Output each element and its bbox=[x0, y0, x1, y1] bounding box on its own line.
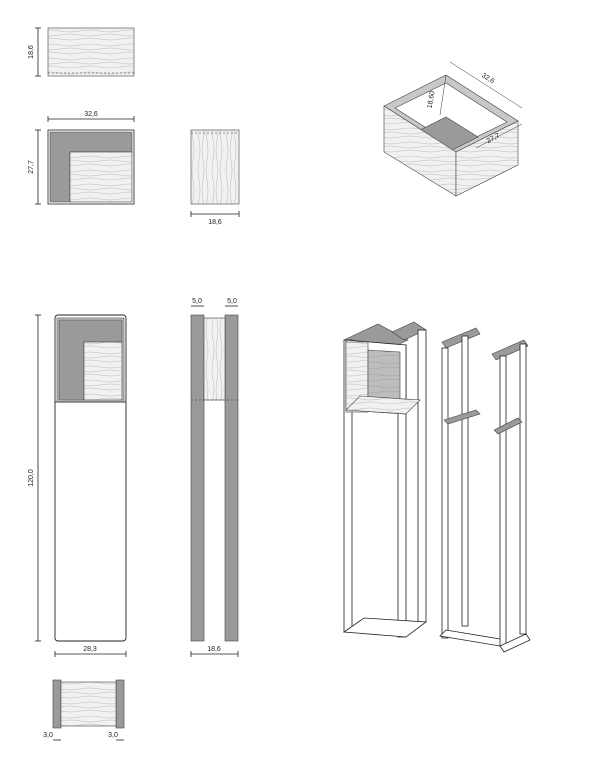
stand-top-plan: 3,0 3,0 bbox=[43, 679, 125, 741]
iso-frame-left-leg-b bbox=[461, 335, 469, 627]
top-plan-leg-left bbox=[52, 679, 62, 729]
top-plan-left-label: 3,0 bbox=[43, 732, 53, 739]
iso-height-dimension-line bbox=[439, 74, 447, 116]
iso-width-dimension-line bbox=[449, 61, 523, 109]
stand-isometric-assembled bbox=[342, 321, 428, 638]
front-width-label: 28,3 bbox=[83, 646, 97, 653]
box-top-plan: 32,6 27,7 bbox=[28, 111, 135, 205]
side-leg-right bbox=[224, 314, 239, 642]
side-depth-label: 18,6 bbox=[207, 646, 221, 653]
box-side-panel bbox=[190, 129, 240, 205]
top-plan-leg-right bbox=[115, 679, 125, 729]
box-height-label: 18,6 bbox=[28, 45, 35, 59]
iso-box-side-face bbox=[455, 120, 519, 197]
leg-left-label: 5,0 bbox=[192, 298, 202, 305]
iso-frame-right-leg-a bbox=[499, 355, 507, 647]
iso-stand-back-right-leg bbox=[417, 329, 427, 623]
box-isometric: 18,60 32,6 27,7 bbox=[383, 61, 523, 197]
box-front-panel bbox=[47, 27, 135, 77]
iso-height-label: 18,60 bbox=[427, 90, 437, 109]
iso-frame-left-leg-a bbox=[441, 347, 449, 639]
box-front-elevation: 18,6 bbox=[28, 27, 135, 77]
iso-width-label: 32,6 bbox=[480, 72, 495, 85]
stand-isometric-frames bbox=[439, 327, 531, 653]
top-plan-box bbox=[60, 681, 117, 727]
stand-front-elevation: 120,0 28,3 bbox=[28, 314, 127, 657]
side-width-label: 18,6 bbox=[208, 219, 222, 226]
iso-frame-right-leg-b bbox=[519, 343, 527, 635]
iso-frame-left-top bbox=[441, 327, 481, 349]
total-height-label: 120,0 bbox=[28, 469, 35, 487]
box-plan-bottom bbox=[69, 151, 133, 203]
stand-front-box-bottom bbox=[83, 341, 123, 401]
box-side-elevation: 18,6 bbox=[190, 129, 240, 226]
iso-frame-right-top bbox=[491, 339, 529, 361]
top-plan-right-label: 3,0 bbox=[108, 732, 118, 739]
iso-depth-dimension-line bbox=[475, 123, 523, 149]
box-width-label: 32,6 bbox=[84, 111, 98, 118]
side-box-panel bbox=[203, 317, 226, 401]
side-leg-left bbox=[190, 314, 205, 642]
leg-right-label: 5,0 bbox=[227, 298, 237, 305]
box-depth-label: 27,7 bbox=[28, 160, 35, 174]
stand-side-elevation: 5,0 5,0 18,6 bbox=[190, 298, 239, 657]
